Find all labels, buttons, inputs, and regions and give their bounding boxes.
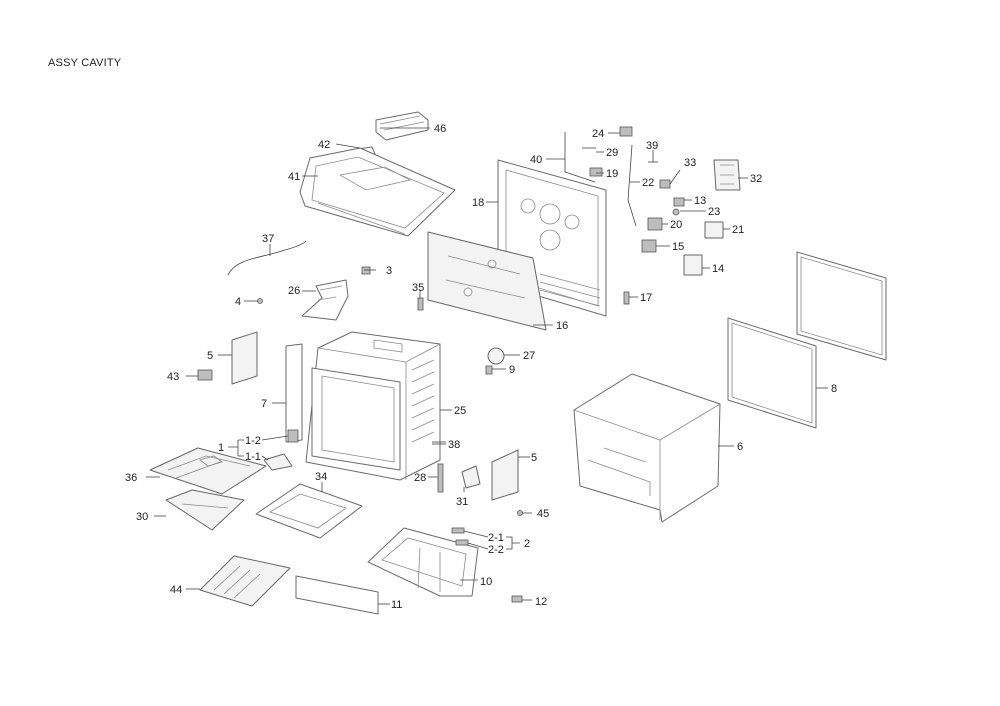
part-16 [427,231,547,331]
callout-26: 26 [288,285,300,297]
callout-10: 10 [480,576,492,588]
callout-5-left: 5 [207,350,213,362]
callout-14: 14 [712,263,724,275]
leader-lines [146,127,828,605]
callout-46: 46 [434,123,446,135]
callout-45: 45 [537,508,549,520]
callout-11: 11 [391,599,402,611]
part-20 [647,217,663,231]
callout-28: 28 [414,472,426,484]
part-8 [727,251,887,429]
callout-19: 19 [606,168,618,180]
callout-39: 39 [646,140,658,152]
part-4 [257,298,263,304]
part-7 [285,343,303,443]
part-2-1 [451,527,465,534]
callout-7: 7 [261,398,267,410]
part-46 [375,111,429,141]
part-35 [417,297,424,311]
callout-36: 36 [125,472,137,484]
callout-25: 25 [454,405,466,417]
callout-22: 22 [642,177,654,189]
callout-3: 3 [386,265,392,277]
callout-38: 38 [448,439,460,451]
callout-5-right: 5 [531,452,537,464]
part-14 [683,254,703,276]
part-40 [564,132,596,183]
part-9 [485,365,493,375]
part-36 [149,447,267,495]
part-28 [437,463,444,493]
part-11 [295,575,379,615]
callout-21: 21 [732,224,744,236]
callout-1-2: 1-2 [245,435,261,447]
callout-17: 17 [640,292,652,304]
callout-8: 8 [831,383,837,395]
callout-32: 32 [750,173,762,185]
part-17 [623,291,630,305]
callout-24: 24 [592,128,604,140]
callout-37: 37 [262,233,274,245]
callout-6: 6 [737,441,743,453]
part-10 [367,527,479,597]
callout-20: 20 [670,219,682,231]
callout-34: 34 [315,471,327,483]
part-34 [255,483,363,539]
part-3 [361,266,371,275]
callout-9: 9 [509,364,515,376]
part-27 [487,347,505,365]
part-33 [659,179,671,189]
callout-23: 23 [708,206,720,218]
callout-30: 30 [136,511,148,523]
part-24 [619,126,633,137]
part-21 [704,221,724,239]
part-37 [227,240,307,276]
part-23 [672,208,680,216]
part-19 [589,167,603,177]
callout-2-2: 2-2 [488,544,504,556]
part-13 [673,197,685,207]
part-31 [461,465,481,489]
callout-2-1: 2-1 [488,532,504,544]
part-22 [627,144,637,227]
part-26 [301,279,349,321]
page-title: ASSY CAVITY [48,57,122,69]
callout-27: 27 [523,350,535,362]
part-30 [165,489,245,531]
callout-31: 31 [456,496,468,508]
part-32 [713,159,741,191]
callout-1-1: 1-1 [245,451,261,463]
callout-35: 35 [412,282,424,294]
callout-13: 13 [694,195,706,207]
callout-15: 15 [672,241,684,253]
part-15 [641,239,657,253]
callout-29: 29 [606,147,618,159]
callout-43: 43 [167,371,179,383]
callout-44: 44 [170,584,182,596]
callout-33: 33 [684,157,696,169]
part-45 [517,510,523,516]
part-5-right [491,449,519,501]
part-2-2 [455,539,469,546]
callout-1: 1 [218,442,224,454]
callout-40: 40 [530,154,542,166]
part-1-2 [287,429,299,443]
callout-18: 18 [472,197,484,209]
part-44 [199,555,291,607]
part-5-left [231,331,258,385]
callout-42: 42 [318,139,330,151]
callouts: 46 42 41 37 3 4 26 35 18 16 40 24 29 19 … [125,123,837,611]
part-25 [305,331,441,481]
callout-4: 4 [235,296,241,308]
part-1-1 [263,453,293,471]
part-43 [197,369,213,381]
callout-41: 41 [288,171,300,183]
part-12 [511,595,523,603]
part-6 [573,373,721,523]
callout-12: 12 [535,596,547,608]
callout-2: 2 [524,538,530,550]
callout-16: 16 [556,320,568,332]
part-41 [299,147,456,237]
